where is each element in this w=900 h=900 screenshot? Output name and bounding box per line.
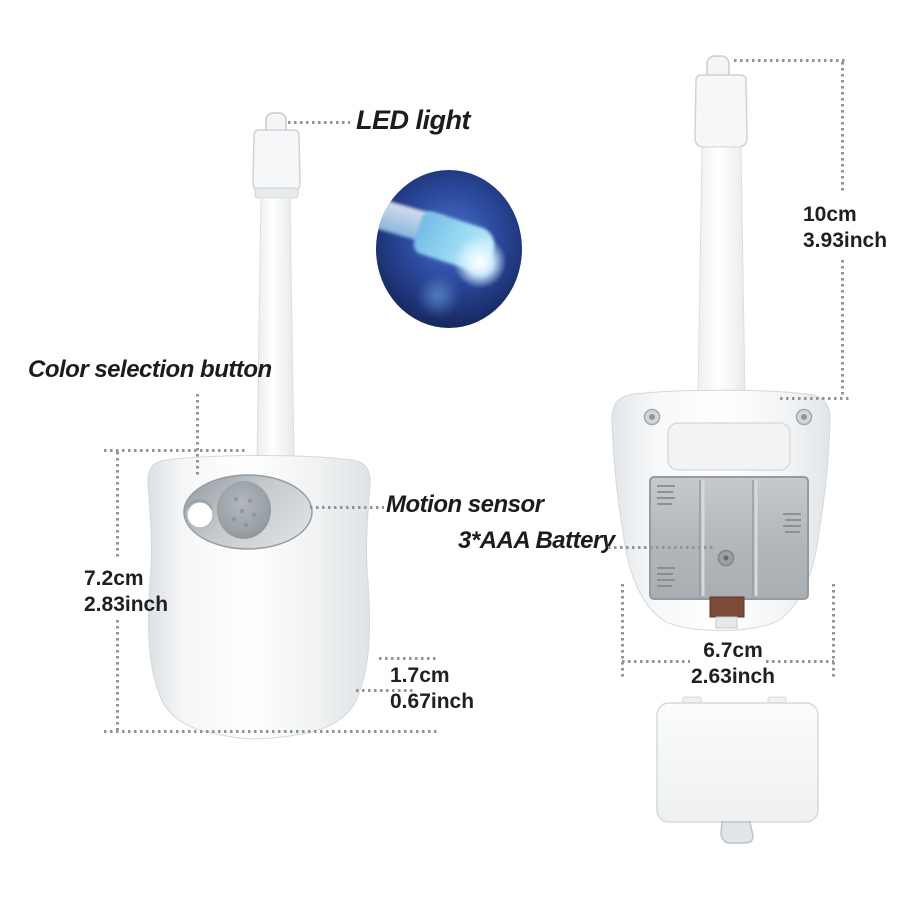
back-top-panel: [667, 422, 791, 471]
switch-tab: [715, 616, 738, 629]
lamp-head: [252, 129, 301, 192]
sensor-lens-texture: [231, 496, 257, 528]
dimension-arm-height: 10cm 3.93inch: [803, 202, 887, 254]
led-glow-reflection: [414, 276, 462, 316]
led-glow-hotspot: [454, 236, 506, 288]
dim-line-body-height-lower: [116, 620, 119, 730]
led-light-label: LED light: [356, 105, 470, 135]
dim-line-width-right-h: [766, 660, 834, 663]
mounting-screw-right: [795, 408, 813, 426]
dimension-cm: 10cm: [803, 203, 857, 226]
leader-line-battery: [608, 546, 714, 549]
leader-line-led: [288, 121, 350, 124]
front-view-product: [147, 112, 371, 740]
dim-line-base-bottom: [356, 689, 415, 692]
dim-line-body-height-upper: [116, 452, 119, 560]
dimension-inch: 2.83inch: [84, 593, 169, 616]
dim-line-body-height-top: [104, 449, 246, 452]
dimension-base-thickness: 1.7cm 0.67inch: [390, 663, 474, 715]
dim-line-width-left-h: [622, 660, 690, 663]
dimension-inch: 3.93inch: [803, 229, 888, 252]
dimension-cm: 6.7cm: [703, 639, 763, 662]
dim-line-arm-top: [734, 59, 846, 62]
dim-line-arm-lower: [841, 260, 844, 398]
dim-line-width-left: [621, 584, 624, 680]
dimension-cm: 7.2cm: [84, 567, 144, 590]
led-closeup-inset: [376, 170, 522, 328]
power-switch: [709, 596, 745, 618]
button-shadow: [187, 499, 213, 510]
flexible-arm: [256, 197, 295, 460]
battery-label: 3*AAA Battery: [458, 527, 615, 554]
dim-line-arm-bottom: [780, 397, 850, 400]
dim-line-base-top: [379, 657, 439, 660]
leader-line-motion-sensor: [310, 506, 384, 509]
compartment-screw: [717, 549, 735, 567]
lamp-head-back: [694, 74, 748, 148]
dimension-cm: 1.7cm: [390, 664, 450, 687]
battery-cover-clip: [720, 821, 754, 844]
battery-spring-contacts: [657, 485, 801, 587]
back-view-product: [611, 55, 831, 844]
leader-line-color-button: [196, 394, 199, 478]
dimension-body-width: 6.7cm 2.63inch: [680, 638, 786, 690]
lamp-head-collar: [254, 187, 299, 199]
flexible-arm-back: [697, 146, 746, 401]
battery-cover: [656, 702, 819, 823]
motion-sensor-label: Motion sensor: [386, 491, 544, 518]
dimension-body-height: 7.2cm 2.83inch: [84, 566, 168, 618]
color-selection-button: [186, 501, 214, 529]
mounting-screw-left: [643, 408, 661, 426]
color-selection-label: Color selection button: [28, 356, 272, 383]
dimension-inch: 2.63inch: [690, 665, 776, 688]
dim-line-arm-upper: [841, 62, 844, 194]
dimension-inch: 0.67inch: [390, 690, 475, 713]
dim-line-width-right: [832, 584, 835, 680]
dim-line-body-height-bottom: [104, 730, 438, 733]
